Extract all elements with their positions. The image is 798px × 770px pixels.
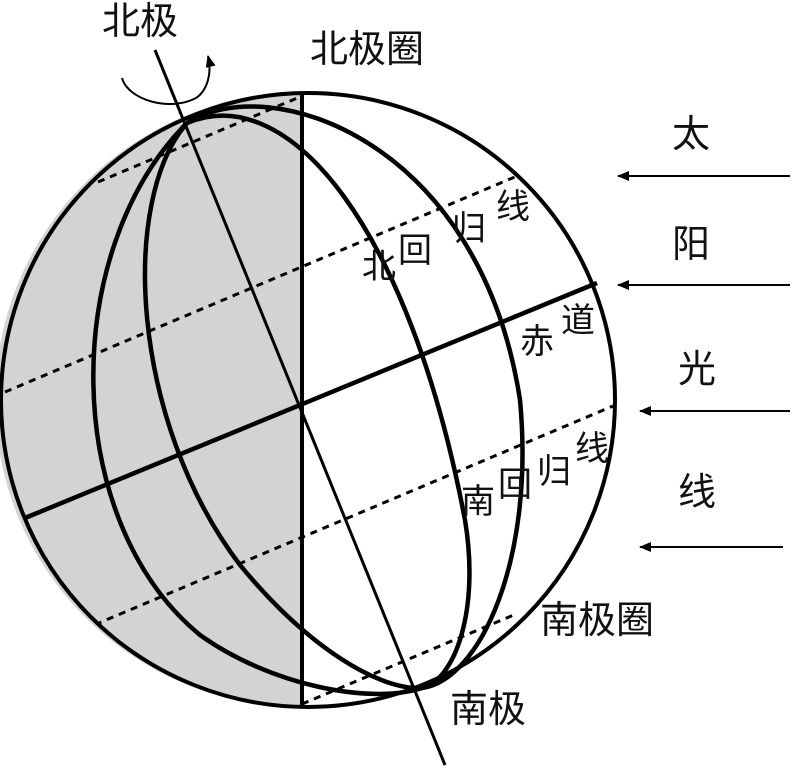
rotation-arrow-icon <box>121 55 216 106</box>
meridian-central <box>186 113 472 691</box>
meridian-outer-west <box>91 121 423 697</box>
tropic-cancer-char-2: 回 <box>398 231 432 271</box>
tropic-capricorn-char-2: 回 <box>498 465 532 505</box>
meridian-east <box>185 104 525 691</box>
earth-axis <box>153 49 447 766</box>
tropic-of-cancer-line <box>4 158 556 394</box>
night-side-shading <box>0 93 302 707</box>
parallels-group <box>4 94 614 706</box>
tropic-cancer-char-1: 北 <box>362 247 396 287</box>
arctic-circle-line <box>97 94 303 184</box>
antarctic-circle-label: 南极圈 <box>540 598 654 642</box>
sunlight-char-1: 太 <box>672 112 710 156</box>
globe-outline <box>0 91 617 709</box>
tropic-cancer-char-3: 归 <box>452 209 486 249</box>
south-pole-label: 南极 <box>450 687 526 731</box>
meridians-group <box>91 104 525 697</box>
sunlight-char-3: 光 <box>678 347 716 391</box>
meridian-inner-west <box>142 121 423 691</box>
equator-line <box>24 280 598 521</box>
north-pole-label: 北极 <box>102 0 178 43</box>
sunlight-char-2: 阳 <box>672 222 710 266</box>
tropic-cancer-char-4: 线 <box>496 187 530 227</box>
tropic-capricorn-char-4: 线 <box>575 429 609 469</box>
tropic-capricorn-char-3: 归 <box>537 452 571 492</box>
tropic-capricorn-char-1: 南 <box>461 482 495 522</box>
sunlight-char-4: 线 <box>678 470 716 514</box>
equator-char-2: 道 <box>561 301 595 341</box>
arctic-circle-label: 北极圈 <box>310 27 424 71</box>
sunlight-arrows <box>617 171 790 552</box>
equator-char-1: 赤 <box>520 322 554 362</box>
tropic-of-capricorn-line <box>34 404 614 652</box>
